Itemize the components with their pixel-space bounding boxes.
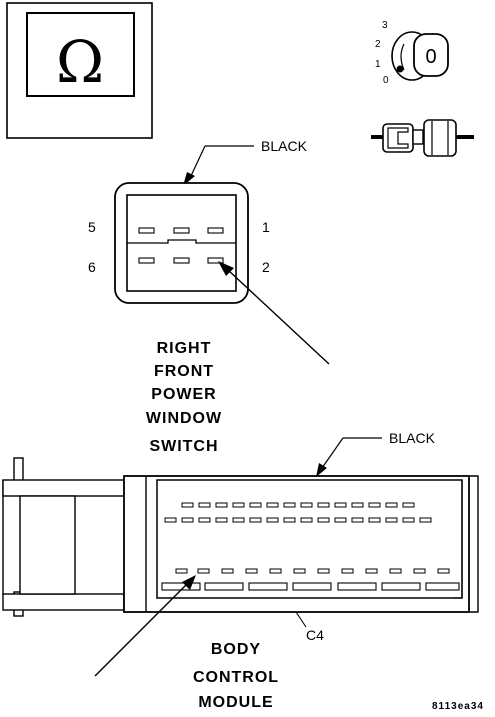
pin-label-5: 5 [88,219,96,235]
ohmmeter-icon: Ω [6,2,153,139]
switch-title-line-4: WINDOW [146,410,222,427]
ohm-symbol: Ω [56,28,104,96]
bcm-title-line-2: CONTROL [193,669,279,686]
bcm-connector-id-label: C4 [306,627,324,643]
ignition-key-label: 0 [425,46,436,68]
bcm-title-line-1: BODY [211,641,261,658]
switch-title-line-3: POWER [151,386,216,403]
ignition-position-0: 0 [383,75,389,86]
switch-connector: BLACK 5 1 6 2 RIGHT FRONT POWER WINDOW S… [88,138,330,455]
bcm-cavity-row-3 [175,568,450,574]
bcm-title-line-3: MODULE [198,694,273,711]
connector-plug-icon [371,119,474,157]
ignition-key-icon: 3 2 1 0 0 [375,20,449,86]
ignition-position-3: 3 [382,20,388,31]
bcm-connector-color-label: BLACK [389,430,436,446]
bcm-cavity-row-4 [161,582,460,591]
figure-code: 8113ea34 [432,701,484,712]
ignition-position-1: 1 [375,59,381,70]
switch-title-line-2: FRONT [154,363,214,380]
pin-label-2: 2 [262,259,270,275]
bcm-cavity-row-2 [164,517,432,523]
bcm-connector: BLACK [2,430,479,711]
switch-title-line-1: RIGHT [157,340,212,357]
pin-label-1: 1 [262,219,270,235]
ignition-position-2: 2 [375,39,381,50]
bcm-cavity-row-1 [181,502,415,508]
switch-title-line-5: SWITCH [149,438,218,455]
pin-label-6: 6 [88,259,96,275]
switch-connector-color-label: BLACK [261,138,308,154]
